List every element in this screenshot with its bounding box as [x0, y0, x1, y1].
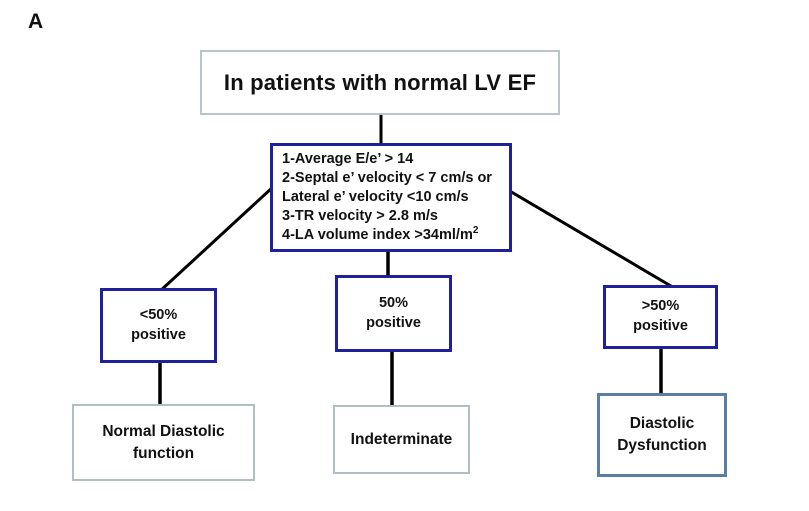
outcome-box-diastolic-dysfunction: Diastolic Dysfunction: [597, 393, 727, 477]
criteria-line-5: 4-LA volume index >34ml/m2: [282, 225, 479, 243]
branch-left-line-1: <50%: [139, 306, 178, 323]
title-box: In patients with normal LV EF: [200, 50, 560, 115]
criteria-line-2: 2-Septal e’ velocity < 7 cm/s or: [282, 170, 492, 187]
outcome-box-normal-diastolic-function: Normal Diastolic function: [72, 404, 255, 481]
branch-box-over-50: >50% positive: [603, 285, 718, 349]
title-text: In patients with normal LV EF: [223, 69, 537, 95]
panel-label: A: [28, 10, 44, 33]
criteria-line-4: 3-TR velocity > 2.8 m/s: [282, 208, 438, 224]
criteria-line-3: Lateral e’ velocity <10 cm/s: [282, 189, 469, 206]
outcome-right-line-1: Diastolic: [629, 415, 695, 433]
outcome-mid-line-1: Indeterminate: [350, 430, 453, 448]
outcome-right-line-2: Dysfunction: [617, 437, 707, 454]
branch-box-50: 50% positive: [335, 275, 452, 352]
branch-mid-line-2: positive: [366, 314, 421, 331]
criteria-line-1: 1-Average E/e’ > 14: [282, 151, 414, 168]
connector-criteria-to-right: [502, 185, 677, 291]
criteria-box: 1-Average E/e’ > 14 2-Septal e’ velocity…: [270, 143, 512, 252]
superscript-2: 2: [472, 225, 479, 237]
outcome-left-line-2: function: [132, 444, 195, 462]
branch-box-under-50: <50% positive: [100, 288, 217, 363]
connector-criteria-to-left: [157, 185, 275, 294]
branch-mid-line-1: 50%: [378, 294, 409, 311]
branch-right-line-1: >50%: [641, 298, 680, 315]
branch-right-line-2: positive: [633, 318, 688, 334]
outcome-box-indeterminate: Indeterminate: [333, 405, 470, 474]
outcome-left-line-1: Normal Diastolic: [102, 422, 225, 440]
branch-left-line-2: positive: [131, 326, 186, 343]
